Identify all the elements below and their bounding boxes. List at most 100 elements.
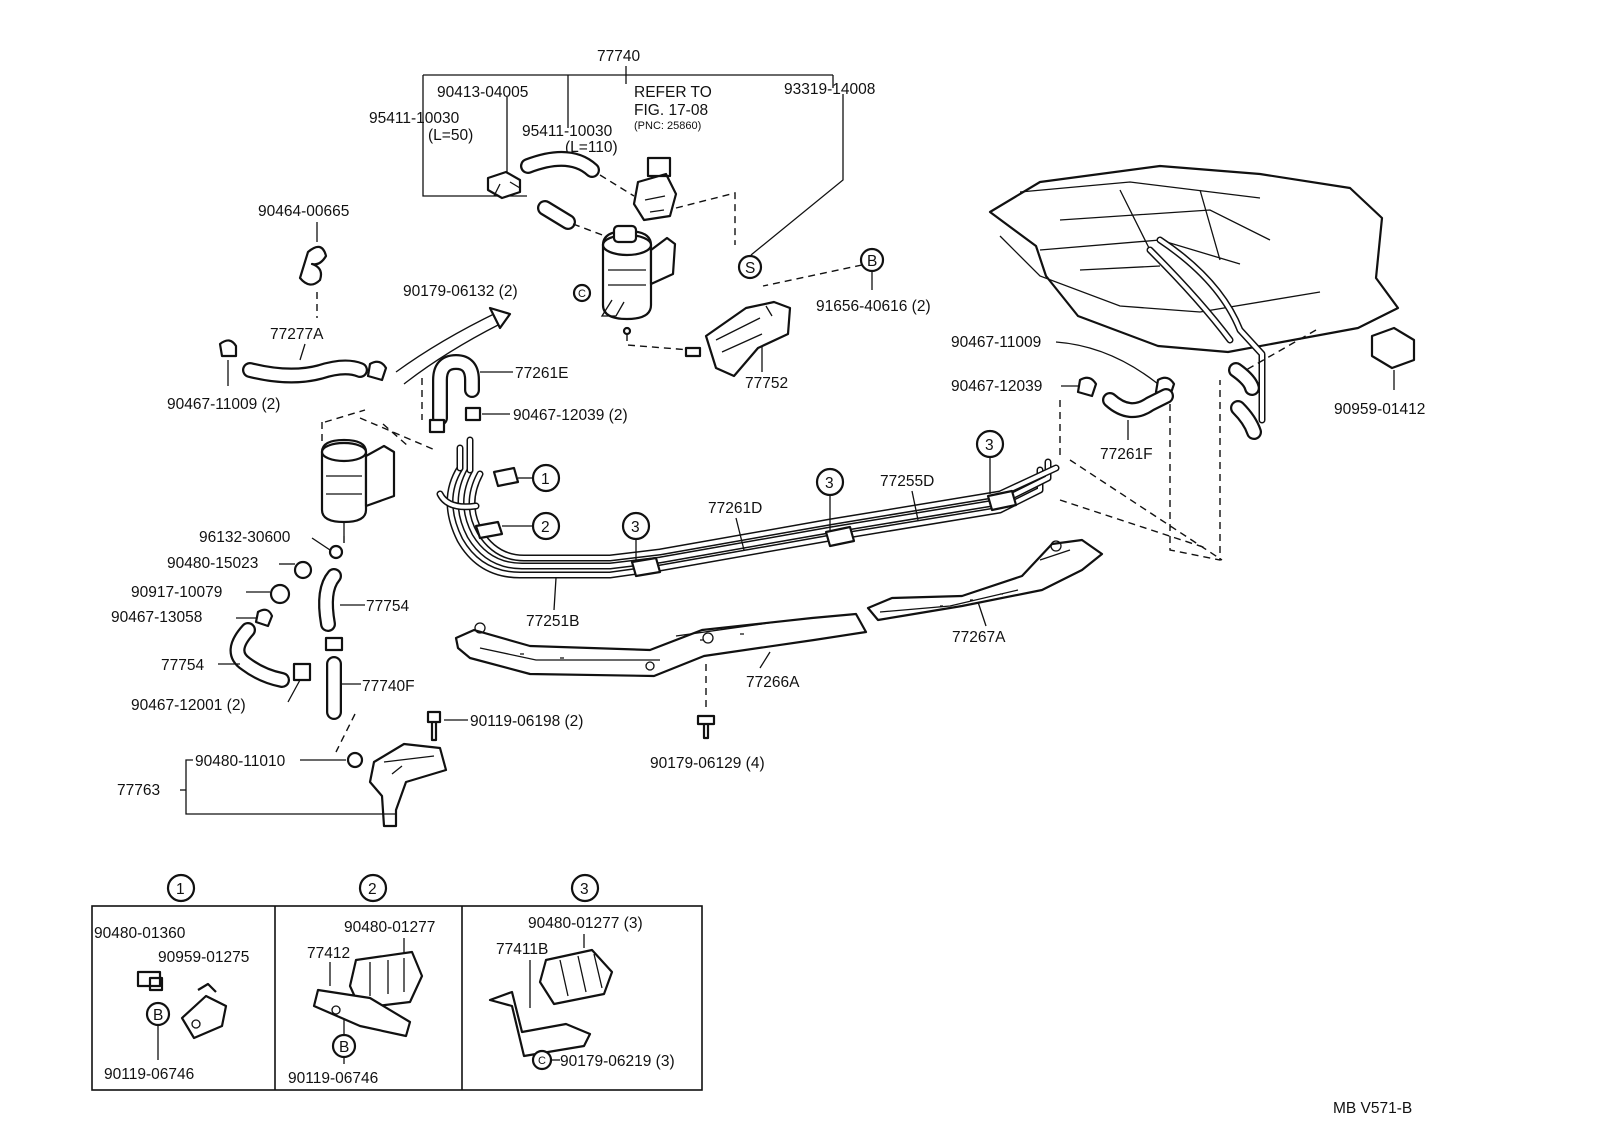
label-77752: 77752 bbox=[745, 375, 788, 392]
callout-B-letter: B bbox=[867, 253, 877, 270]
clip-under-77261E bbox=[428, 418, 446, 434]
label-90413-04005: 90413-04005 bbox=[437, 84, 528, 101]
detail-2-number: 2 bbox=[368, 881, 377, 898]
label-90119-06198: 90119-06198 (2) bbox=[470, 713, 583, 730]
label-77261D: 77261D bbox=[708, 500, 762, 517]
fig-reference: FIG. 17-08 bbox=[634, 102, 708, 119]
callout-S: S bbox=[737, 254, 763, 280]
clip-90467-12001 bbox=[292, 662, 312, 682]
detail-3-label-a: 90480-01277 (3) bbox=[528, 915, 643, 932]
label-91656-40616: 91656-40616 (2) bbox=[816, 298, 931, 315]
label-95411-10030-b: 95411-10030 bbox=[522, 123, 613, 140]
callout-3-b: 3 bbox=[815, 467, 845, 530]
detail-1-label-c: 90119-06746 bbox=[104, 1066, 194, 1083]
label-77266A: 77266A bbox=[746, 674, 800, 691]
left-canister bbox=[320, 422, 409, 548]
detail-3-bracket bbox=[488, 990, 592, 1058]
callout-2-main: 2 bbox=[502, 511, 561, 541]
detail-1: 1 90480-01360 90959-01275 B 90119-06746 bbox=[94, 873, 249, 1083]
filter-90917-10079 bbox=[269, 583, 291, 605]
clip-90467-12039-right bbox=[1076, 376, 1098, 398]
clip-90467-11009-left bbox=[218, 339, 238, 358]
detail-1-number: 1 bbox=[176, 881, 185, 898]
detail-2: 2 90480-01277 77412 B 90119-06746 bbox=[288, 873, 435, 1087]
clamp-90464-00665 bbox=[298, 245, 328, 286]
protector-77267A bbox=[866, 538, 1104, 622]
label-90959-01412: 90959-01412 bbox=[1334, 401, 1425, 418]
detail-2-label-c: 90119-06746 bbox=[288, 1070, 378, 1087]
detail-3-number: 3 bbox=[580, 881, 589, 898]
assembly-77740: 77740 90413-04005 REFER TO FIG. 17-08 (P… bbox=[369, 48, 875, 351]
label-90467-12001-2: 90467-12001 (2) bbox=[131, 697, 246, 714]
detail-2-B-letter: B bbox=[339, 1039, 349, 1056]
label-90467-11009-2: 90467-11009 (2) bbox=[167, 396, 280, 413]
clip-above-77740F bbox=[324, 636, 344, 652]
bracket-77752: 77752 bbox=[684, 300, 792, 392]
label-90480-15023: 90480-15023 bbox=[167, 555, 258, 572]
clip-90467-13058 bbox=[254, 608, 274, 628]
label-77255D: 77255D bbox=[880, 473, 934, 490]
callout-3-b-number: 3 bbox=[825, 475, 834, 492]
label-90179-06129: 90179-06129 (4) bbox=[650, 755, 765, 772]
cap-90480-15023 bbox=[293, 560, 313, 580]
label-90467-11009-right: 90467-11009 bbox=[951, 334, 1041, 351]
label-96132-30600: 96132-30600 bbox=[199, 529, 291, 546]
label-95411-10030-a-length: (L=50) bbox=[428, 127, 473, 144]
direction-arrow bbox=[488, 306, 512, 330]
assembly-number: 77740 bbox=[597, 48, 640, 65]
fuel-tube-bundle bbox=[436, 436, 1060, 579]
label-90467-12039-right: 90467-12039 bbox=[951, 378, 1042, 395]
callout-1-number: 1 bbox=[541, 471, 550, 488]
detail-2-label-b: 77412 bbox=[307, 945, 350, 962]
clip-right-77277A bbox=[366, 360, 388, 382]
label-95411-10030-a: 95411-10030 bbox=[369, 110, 460, 127]
detail-box bbox=[91, 905, 703, 1091]
label-90467-13058: 90467-13058 bbox=[111, 609, 202, 626]
label-77267A: 77267A bbox=[952, 629, 1006, 646]
reference-code: MB V571-B bbox=[1333, 1100, 1412, 1117]
label-77754-right: 77754 bbox=[366, 598, 409, 615]
clip-90467-12039-left bbox=[464, 406, 482, 422]
detail-1-clip bbox=[136, 970, 164, 992]
nut-90179-06129 bbox=[696, 714, 716, 740]
clamp-1-on-tube bbox=[492, 466, 520, 488]
detail-3-label-b: 77411B bbox=[496, 941, 548, 958]
clamp-3-c-on-tube bbox=[986, 489, 1018, 512]
label-90917-10079: 90917-10079 bbox=[131, 584, 222, 601]
callout-1-main: 1 bbox=[518, 463, 561, 493]
callout-3-c: 3 bbox=[975, 429, 1005, 494]
refer-to-text: REFER TO bbox=[634, 84, 712, 101]
fuel-tank bbox=[988, 164, 1400, 440]
label-77763: 77763 bbox=[117, 782, 160, 799]
label-77754-left: 77754 bbox=[161, 657, 204, 674]
detail-3-C-letter: C bbox=[538, 1055, 546, 1067]
detail-3-clamp bbox=[538, 948, 614, 1006]
detail-3-label-c: 90179-06219 (3) bbox=[560, 1053, 675, 1070]
label-77277A: 77277A bbox=[270, 326, 324, 343]
detail-1-label-b: 90959-01275 bbox=[158, 949, 249, 966]
detail-1-label-a: 90480-01360 bbox=[94, 925, 186, 942]
detail-2-bracket bbox=[312, 988, 412, 1038]
connector-96132-30600 bbox=[328, 544, 344, 560]
clamp-3-b-on-tube bbox=[824, 525, 856, 548]
air-filter-77763: 90480-11010 77763 bbox=[117, 742, 448, 828]
label-90467-12039-2: 90467-12039 (2) bbox=[513, 407, 628, 424]
callout-2-number: 2 bbox=[541, 519, 550, 536]
protector-77266A bbox=[454, 612, 868, 678]
label-77740F: 77740F bbox=[362, 678, 415, 695]
clamp-3-a-on-tube bbox=[630, 556, 662, 578]
clamp-2-on-tube bbox=[474, 520, 504, 540]
detail-1-bracket bbox=[180, 982, 228, 1040]
vacuum-switching-valve bbox=[632, 156, 678, 222]
callout-3-a-number: 3 bbox=[631, 519, 640, 536]
callout-B-main: B 91656-40616 (2) bbox=[762, 247, 931, 315]
nut-90179-06132 bbox=[572, 283, 592, 303]
callout-S-letter: S bbox=[745, 260, 755, 277]
label-93319-14008: 93319-14008 bbox=[784, 81, 875, 98]
detail-1-B-letter: B bbox=[153, 1007, 163, 1024]
pnc-reference: (PNC: 25860) bbox=[634, 120, 701, 132]
label-77251B: 77251B bbox=[526, 613, 579, 630]
bolt-90119-06198 bbox=[426, 710, 442, 742]
label-90179-06132: 90179-06132 (2) bbox=[403, 283, 518, 300]
bracket-90959-01412 bbox=[1370, 326, 1416, 370]
